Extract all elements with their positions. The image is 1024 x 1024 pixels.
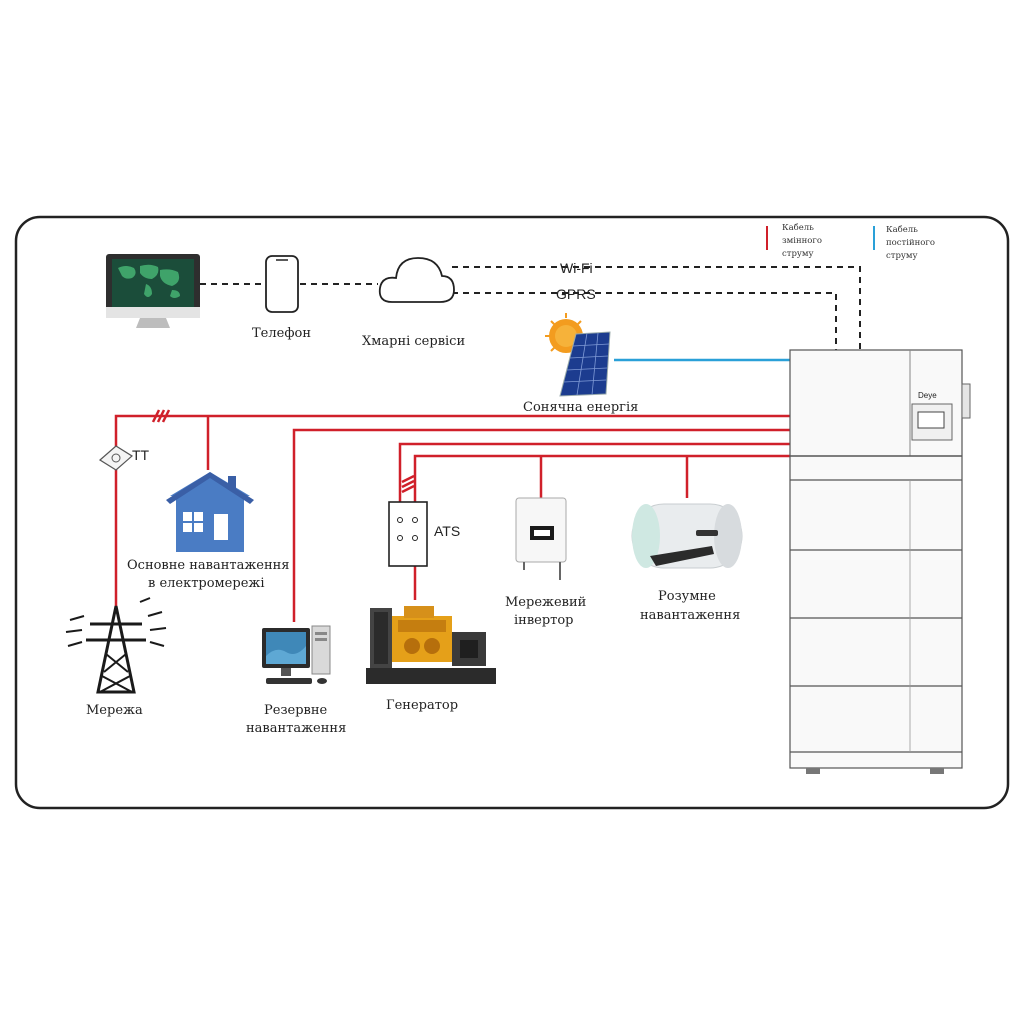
grid-cable-hatch-2 [156,409,166,423]
house-icon [166,472,254,552]
gprs-label: GPRS [556,286,596,302]
desktop-computer-icon [262,625,331,684]
legend-ac-label-2: змінного [782,236,822,246]
ats-switch-icon [388,501,428,567]
grid-inverter-icon [515,497,567,580]
water-heater-icon [631,503,743,569]
ct-label: TT [132,447,150,463]
grid-cable-hatch-1 [151,409,161,423]
ats-second-cable [413,454,790,518]
legend-dc-label-3: струму [886,251,918,261]
generator-icon [366,606,496,684]
wifi-label: Wi-Fi [560,260,593,276]
wifi-link [452,266,861,350]
ats-label: ATS [434,523,460,539]
cloud-label: Хмарні сервіси [362,334,465,349]
backup-load-label-1: Резервне [264,703,328,718]
generator-ats-cable [398,442,790,518]
ct-sensor-icon [98,445,134,471]
backup-load-label-2: навантаження [246,721,346,736]
communication-links [200,266,861,350]
legend: Кабель змінного струму Кабель постійного… [766,222,935,261]
backup-load-cable [292,428,790,622]
battery-brand-label: Deye [918,391,937,400]
generator-label: Генератор [386,698,458,713]
grid-label: Мережа [86,703,143,718]
grid-inverter-label-2: інвертор [514,613,574,628]
main-load-label-2: в електромережі [148,576,265,591]
gprs-link [452,292,837,350]
main-load-label-1: Основне навантаження [127,558,290,573]
smart-load-label-1: Розумне [658,589,716,604]
grid-cable [114,414,790,612]
phone-label: Телефон [252,326,311,341]
legend-ac-label-3: струму [782,249,814,259]
ats-cable-hatch-3 [401,484,415,494]
ats-cable-hatch-2 [401,479,415,489]
phone-icon [265,255,299,313]
monitor-icon [106,254,200,328]
smart-load-label-2: навантаження [640,608,740,623]
legend-dc-label-1: Кабель [886,224,918,235]
grid-cable-hatch-3 [161,409,171,423]
transmission-tower-icon [65,597,167,694]
hybrid-inverter-battery-icon [789,349,971,774]
ac-cables [114,409,790,622]
grid-inverter-label-1: Мережевий [505,595,586,610]
ats-cable-hatch-1 [401,474,415,484]
legend-dc-label-2: постійного [886,238,935,248]
solar-panel-icon [559,331,611,397]
legend-ac-label-1: Кабель [782,222,814,233]
solar-label: Сонячна енергія [523,400,638,415]
cloud-icon [378,257,455,303]
